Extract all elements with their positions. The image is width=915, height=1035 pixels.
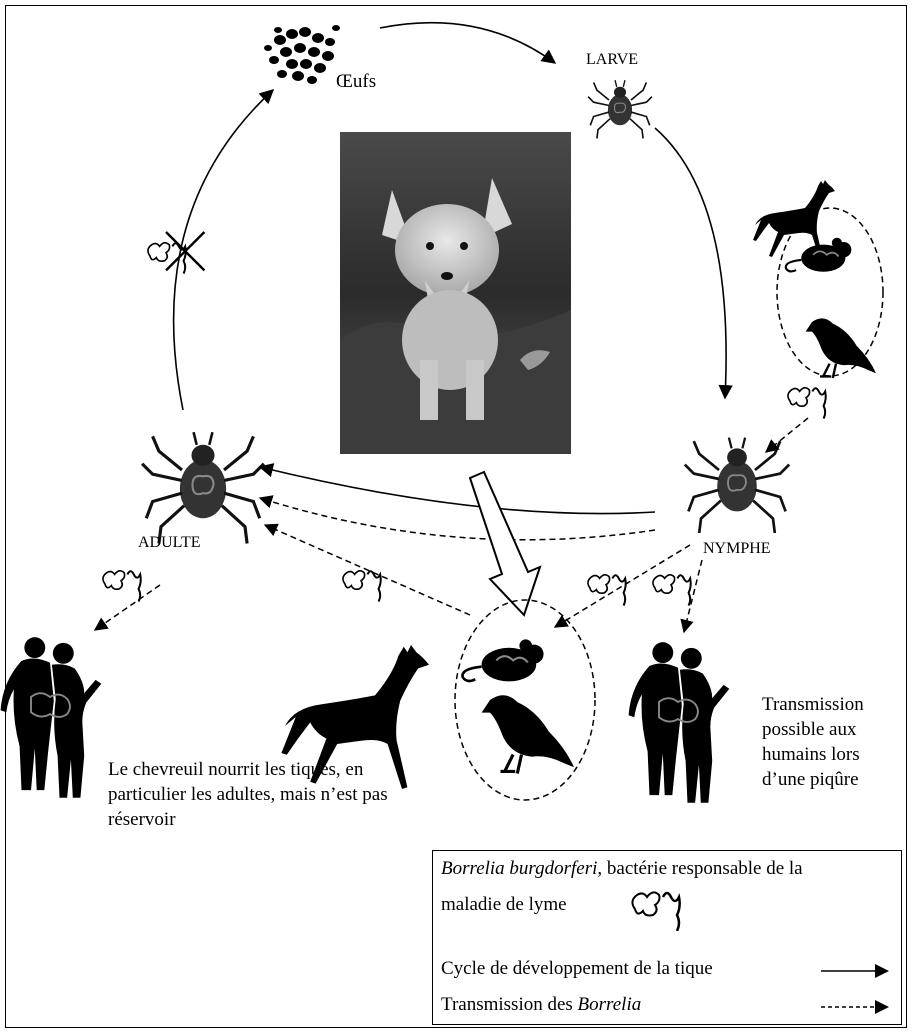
humans-note: Transmission possible aux humains lors d…	[762, 692, 902, 792]
legend-borrelia-icon	[629, 881, 719, 931]
reservoir-group-bottom	[455, 600, 595, 800]
legend-bacteria-desc2: maladie de lyme	[441, 893, 567, 917]
larva-tick-icon	[588, 80, 652, 138]
legend-bacteria-row: Borrelia burgdorferi, bactérie responsab…	[441, 857, 803, 881]
mouse-icon	[463, 639, 544, 681]
legend-transmission-italic: Borrelia	[578, 994, 642, 1015]
borrelia-icon	[653, 575, 691, 606]
legend-transmission-row: Transmission des Borrelia	[441, 993, 641, 1017]
legend-solid-arrow	[819, 961, 891, 981]
deer-note: Le chevreuil nourrit les tiques, en part…	[108, 757, 408, 832]
bird-icon	[806, 318, 876, 378]
legend-transmission-prefix: Transmission des	[441, 994, 578, 1015]
borrelia-icon	[103, 571, 141, 602]
fox-photo	[340, 132, 571, 454]
borrelia-icon-crossed	[148, 232, 204, 274]
legend-cycle-label: Cycle de développement de la tique	[441, 957, 713, 981]
adult-label: ADULTE	[138, 531, 201, 555]
borrelia-icon	[588, 575, 626, 606]
eggs-icon	[264, 25, 340, 84]
legend-dashed-arrow	[819, 997, 891, 1017]
larva-label: LARVE	[586, 48, 638, 72]
nymph-label: NYMPHE	[703, 537, 771, 561]
borrelia-icon	[343, 571, 381, 602]
eggs-label: Œufs	[336, 70, 376, 94]
human-couple-icon	[629, 642, 730, 803]
legend: Borrelia burgdorferi, bactérie responsab…	[432, 850, 902, 1025]
bird-icon	[482, 695, 574, 773]
human-couple-icon	[1, 637, 102, 798]
legend-bacteria-name: Borrelia burgdorferi	[441, 858, 597, 879]
nymph-tick-icon	[685, 438, 789, 533]
adult-tick-icon	[142, 432, 264, 543]
borrelia-icon	[788, 388, 826, 419]
fox-to-reservoir-arrow	[470, 472, 540, 615]
legend-bacteria-desc: , bactérie responsable de la	[597, 858, 802, 879]
